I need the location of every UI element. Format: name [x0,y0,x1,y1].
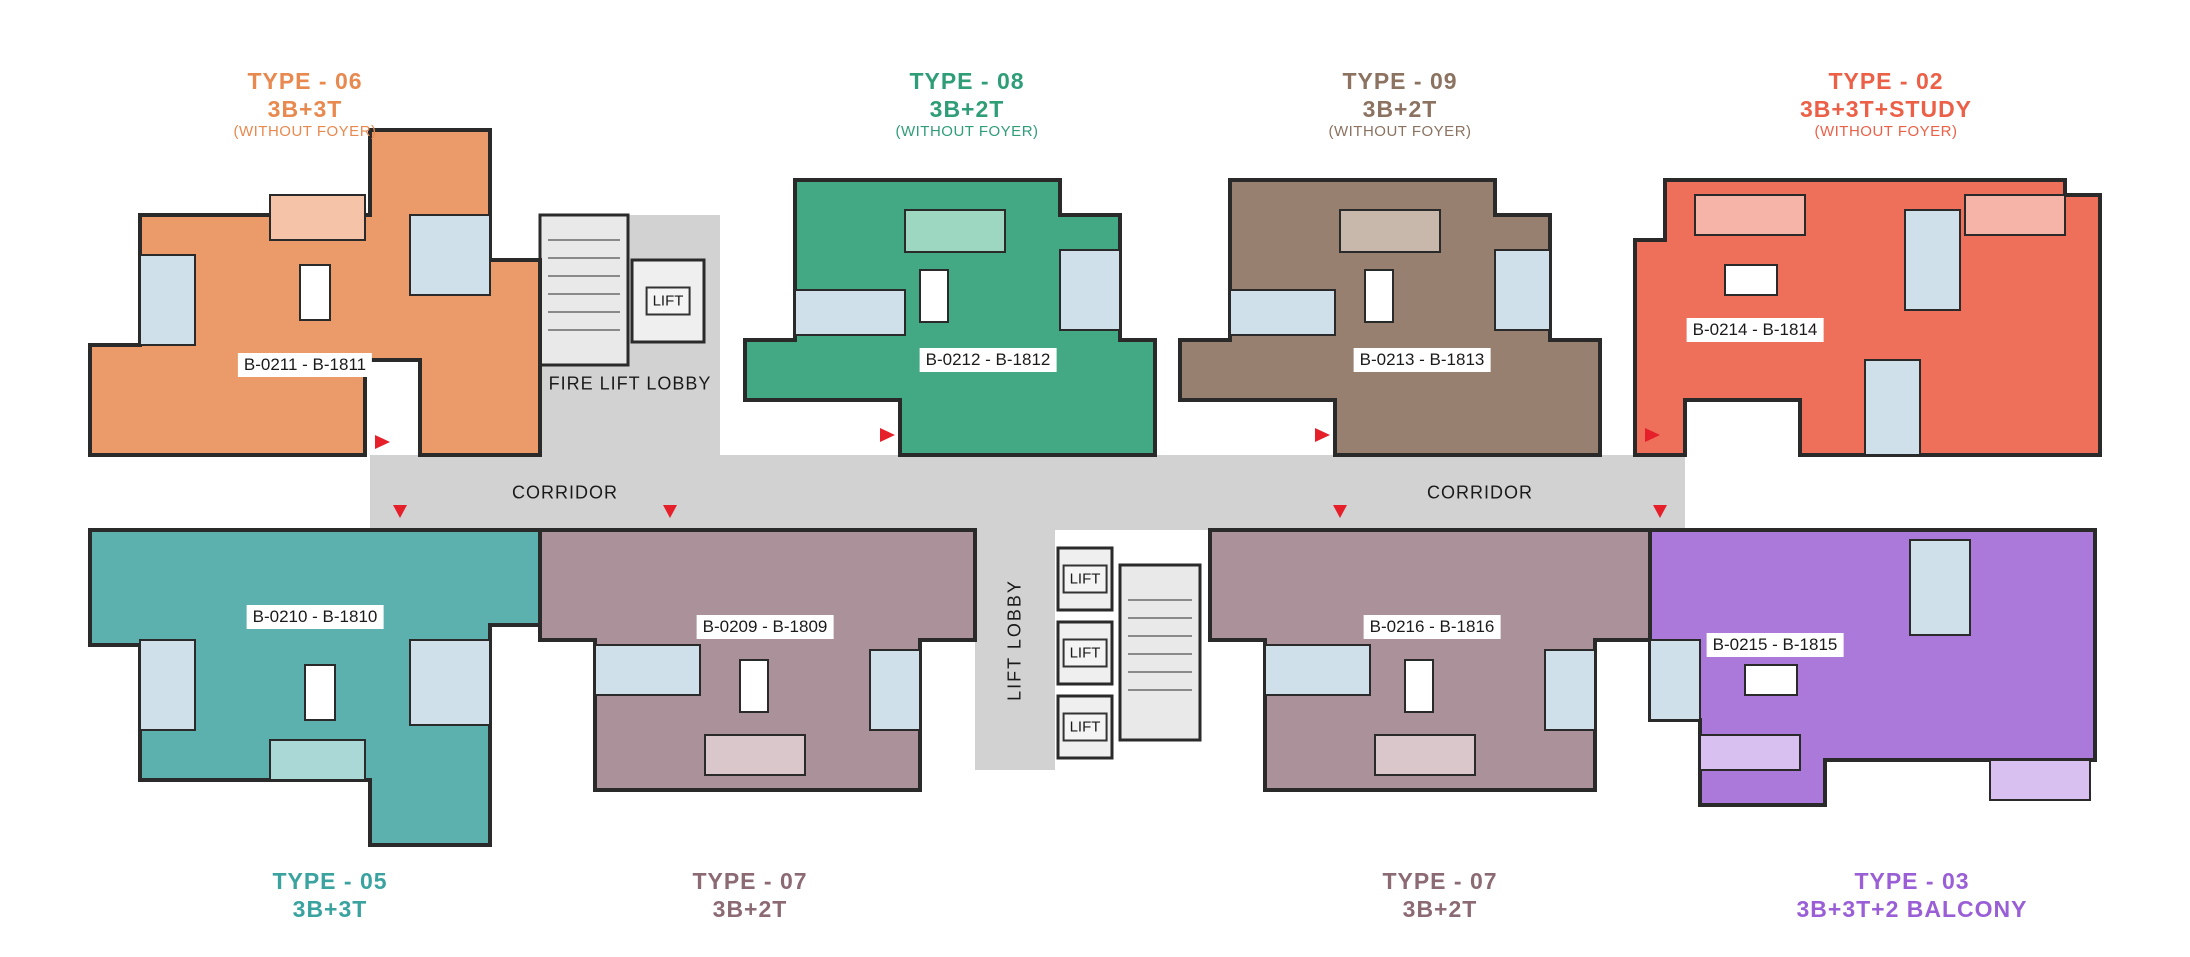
entry-arrow-0216 [1333,505,1347,518]
unit-type-03 [1648,528,2097,807]
unit-type-06-balcony [269,194,366,241]
header-type-07-left: TYPE - 07 3B+2T [692,868,807,923]
note-label: (WITHOUT FOYER) [1328,123,1472,141]
unit-type-07-right-bath [1264,644,1371,696]
unit-type-07-right-bath-2 [1544,649,1596,731]
unit-type-07-left-bath [594,644,701,696]
entry-arrow-0212 [880,428,895,442]
unit-label-0211: B-0211 - B-1811 [237,353,373,377]
unit-type-03-balcony [1699,734,1801,771]
note-label: (WITHOUT FOYER) [895,123,1039,141]
lift-lobby-label: LIFT LOBBY [1004,579,1025,701]
config-label: 3B+3T [292,895,368,922]
unit-type-09-bath-2 [1494,249,1551,331]
unit-type-06-bath-2 [139,254,196,346]
unit-label-0215: B-0215 - B-1815 [1706,633,1844,657]
unit-type-03-balcony-2 [1989,759,2091,801]
lift-label-2: LIFT [1062,638,1108,668]
entry-arrow-0213 [1315,428,1330,442]
unit-label-0209: B-0209 - B-1809 [696,615,834,639]
unit-type-07-right-balcony [1374,734,1476,776]
type-label: TYPE - 06 [247,68,363,94]
corridor-floor [370,455,1685,530]
note-label: (WITHOUT FOYER) [1814,123,1958,141]
config-label: 3B+2T [1402,895,1478,922]
unit-type-08-bath [794,289,906,336]
unit-label-0213: B-0213 - B-1813 [1353,348,1491,372]
entry-arrows [375,428,1667,518]
furniture [299,264,1798,721]
fire-lift-lobby-label: FIRE LIFT LOBBY [548,373,712,394]
unit-label-0214: B-0214 - B-1814 [1686,318,1824,342]
unit-type-05-balcony [269,739,366,781]
unit-type-09-balcony [1339,209,1441,253]
unit-type-05-bath-2 [139,639,196,731]
entry-arrow-0211 [375,435,390,449]
type-label: TYPE - 05 [272,868,388,894]
config-label: 3B+2T [712,895,788,922]
note-label: (WITHOUT FOYER) [233,123,377,141]
unit-type-08-balcony [904,209,1006,253]
unit-type-02 [1633,178,2102,457]
header-type-06: TYPE - 06 3B+3T (WITHOUT FOYER) [233,68,376,141]
unit-type-08 [743,178,1157,457]
entry-arrow-0209 [663,505,677,518]
staircase-left [538,213,630,367]
entry-arrow-0214 [1645,428,1660,442]
unit-type-06-bath [409,214,491,296]
unit-type-02-balcony [1694,194,1806,236]
type-label: TYPE - 02 [1828,68,1944,94]
unit-type-07-left-bath-2 [869,649,921,731]
staircase-right [1118,563,1202,742]
corridor-label-left: CORRIDOR [512,482,618,503]
lift-lobby-floor [975,520,1055,770]
header-type-07-right: TYPE - 07 3B+2T [1382,868,1497,923]
unit-type-09-bath [1229,289,1336,336]
config-label: 3B+2T [1362,95,1438,122]
unit-type-02-bath-2 [1864,359,1921,456]
unit-label-0212: B-0212 - B-1812 [919,348,1057,372]
entry-arrow-0210 [393,505,407,518]
entry-arrow-0215 [1653,505,1667,518]
unit-type-02-bath [1904,209,1961,311]
unit-label-0210: B-0210 - B-1810 [246,605,384,629]
unit-type-08-floor [743,178,1157,457]
corridor-label-right: CORRIDOR [1427,482,1533,503]
unit-type-08-bath-2 [1059,249,1121,331]
header-type-02: TYPE - 02 3B+3T+STUDY (WITHOUT FOYER) [1800,68,1972,141]
config-label: 3B+3T+STUDY [1799,95,1973,122]
lift-label-3: LIFT [1062,712,1108,742]
type-label: TYPE - 03 [1854,868,1970,894]
config-label: 3B+3T [267,95,343,122]
unit-type-05-bath [409,639,491,726]
header-type-09: TYPE - 09 3B+2T (WITHOUT FOYER) [1328,68,1471,141]
unit-type-02-balcony-2 [1964,194,2066,236]
unit-label-0216: B-0216 - B-1816 [1363,615,1501,639]
header-type-05: TYPE - 05 3B+3T [272,868,387,923]
fire-lift-label: LIFT [645,286,691,316]
type-label: TYPE - 08 [909,68,1025,94]
header-type-03: TYPE - 03 3B+3T+2 BALCONY [1796,868,2027,923]
config-label: 3B+2T [929,95,1005,122]
unit-type-07-left-balcony [704,734,806,776]
lift-label-1: LIFT [1062,564,1108,594]
unit-type-03-bath [1909,539,1971,636]
stair-treads [548,239,1192,691]
header-type-08: TYPE - 08 3B+2T (WITHOUT FOYER) [895,68,1038,141]
type-label: TYPE - 07 [692,868,808,894]
unit-type-03-bath-2 [1649,639,1701,721]
config-label: 3B+3T+2 BALCONY [1796,895,2028,922]
type-label: TYPE - 07 [1382,868,1498,894]
type-label: TYPE - 09 [1342,68,1458,94]
